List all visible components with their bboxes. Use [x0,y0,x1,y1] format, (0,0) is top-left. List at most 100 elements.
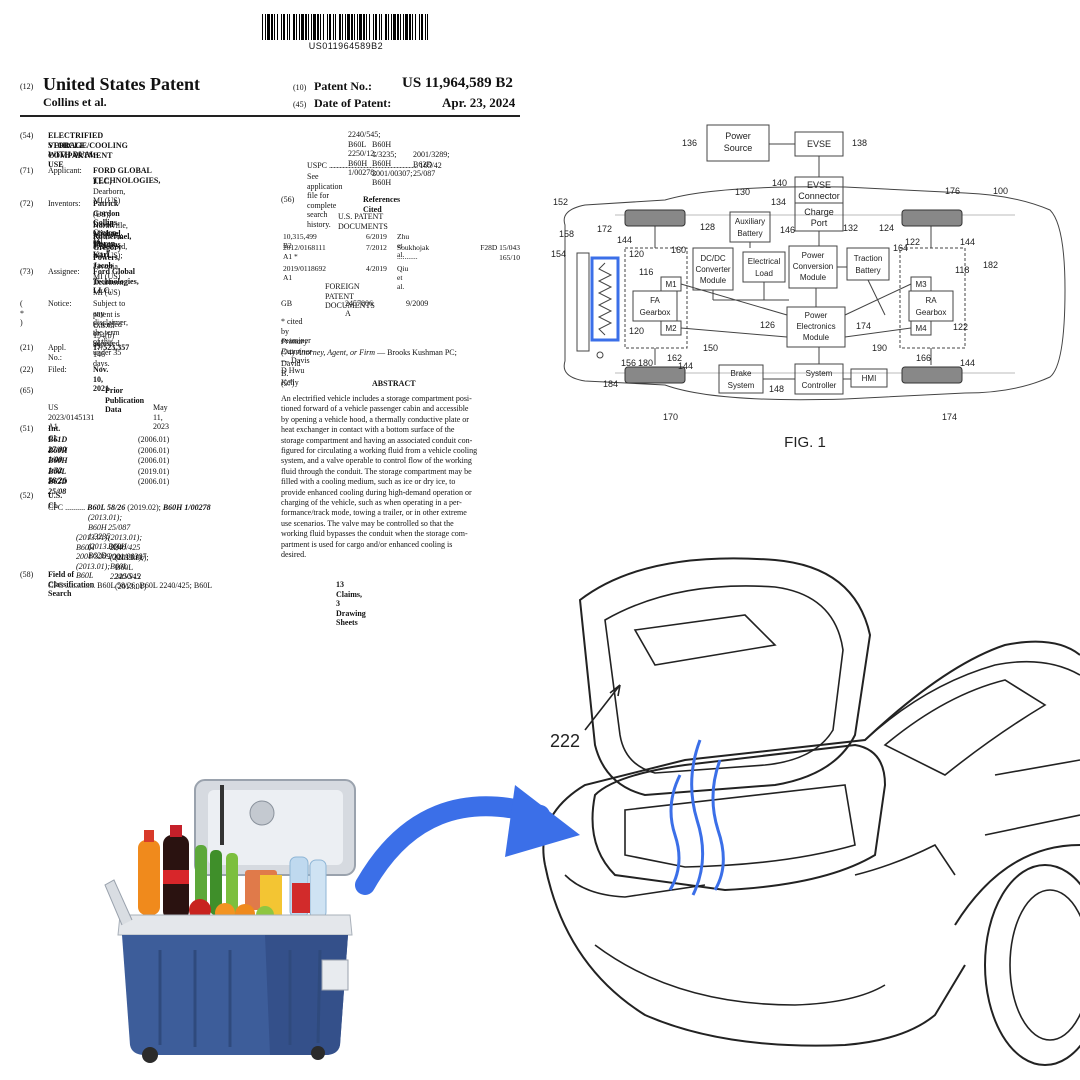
inventor-name: Gregory Powers, [93,243,122,262]
barcode-bar [327,14,328,40]
uspc-dots: ........................................… [329,161,418,170]
claims-count: 13 Claims, 3 Drawing Sheets [336,580,366,628]
ref-numeral: 120 [629,249,644,259]
ref-numeral: 140 [772,178,787,188]
aux-battery-text: Battery [737,229,762,238]
patent-no-label: Patent No.: [314,79,372,93]
abstract-line: working fluid bypasses the conduit when … [281,529,468,539]
cpc-line: (2013.01); B60L 2250/12 (2013.01) [115,553,149,591]
door-line [984,759,1080,836]
front-wheel-rim [1009,889,1080,1041]
code-65: (65) [20,386,34,395]
code-74: (74) [281,348,295,357]
barcode-bar [391,14,392,40]
cooler-rim [117,914,353,936]
applicant-city: Dearborn, MI (US) [93,186,126,206]
hood-inner [604,585,844,774]
ref-numeral: 146 [780,225,795,235]
front-wheel-arch [954,844,1080,926]
barcode-bar [329,14,331,40]
ref-numeral: 122 [953,322,968,332]
barcode-bar [271,14,273,40]
assignee-label: Assignee: [48,267,80,276]
power-conversion-text: Module [800,273,827,282]
ref-numeral: 100 [993,186,1008,196]
uscl-title: U.S. Cl. [48,491,63,510]
cooler-lid-panel [208,790,343,865]
ref-numeral: 144 [678,361,693,371]
box-fa-gearbox [632,290,678,322]
notice-label: Notice: [48,299,72,308]
barcode-bar [293,14,295,40]
evse-text: EVSE [807,139,831,149]
abstract-line: formance/track mode, towing a trailer, o… [281,508,467,518]
inventor-city: Canton, MI [93,227,119,247]
invention-title-2: STORAGE/COOLING COMPARTMENT [48,141,128,160]
traction-battery-text: Battery [855,266,880,275]
code-54: (54) [20,131,34,140]
code-45: (45) [293,100,307,109]
see-application: See application file for complete search… [307,172,343,229]
fa-gearbox-text: FA [650,296,660,305]
barcode-bar [359,14,362,40]
ref-222-leader [584,684,621,731]
traction-battery-text: Traction [854,254,883,263]
inventor-city: Northville, MI (US); [93,221,128,240]
notice-text: Subject to any disclaimer, the term of t… [93,299,128,347]
doc-title: United States Patent [43,74,200,94]
power-electronics-text: Electronics [796,322,835,331]
inventor-city: Waterford, MI (US); [93,241,128,261]
heat-exchanger-highlight [590,256,620,342]
barcode-bar [354,14,355,40]
ref-numeral: 160 [671,245,686,255]
cpc-code: B60H 1/00278 [162,503,211,512]
prior-pub-number: US 2023/0145131 A1 [48,403,95,432]
wheel-front-left [624,209,686,227]
ref-numeral: 124 [879,223,894,233]
frunk-floor [624,784,856,868]
header-rule [20,115,520,117]
applicant: FORD GLOBAL TECHNOLOGIES, [93,166,161,185]
curved-arrow-icon [355,785,580,895]
barcode-bar [388,14,389,40]
power-electronics-text: Module [803,333,830,342]
wheel-rear-left [901,209,963,227]
ref-numeral: 144 [617,235,632,245]
ref-numeral: 138 [852,138,867,148]
patent-front-page: US011964589B2 (12) United States Patent … [0,0,540,627]
headlight-right [854,843,956,876]
reference-no: 2019/0118692 A1 [283,263,327,282]
can-red [292,883,310,913]
barcode-bar [305,14,307,40]
inventor-name: Thomas Karl [93,240,121,259]
bottle-orange [138,840,160,915]
barcode-bar [342,14,343,40]
reference-numerals: 136 138 140 134 130 176 100 152 172 158 … [551,138,1008,422]
power-source-text: Source [724,143,753,153]
assignee-city: Dearborn, MI (US) [93,278,126,297]
front-wheel [984,864,1080,1066]
attorney-2: David B. Kelly [281,359,301,388]
barcode-bar [400,14,401,40]
abstract-line: partment is used for cargo and/or enhanc… [281,539,453,549]
abstract-line: An electrified vehicle includes a storag… [281,394,472,403]
car-drawing: 222 [542,557,1080,1066]
barcode-bar [262,14,263,40]
cpc-label: CPC .......... [48,503,86,512]
m3-text: M3 [915,280,927,289]
ref-numeral: 176 [945,186,960,196]
ref-numeral: 182 [983,260,998,270]
cooler-cable [220,785,224,845]
barcode-bar [419,14,420,40]
cooler-handle [104,879,133,926]
roofline [864,660,1080,741]
reference-name: Qiu et al. [397,263,409,291]
ref-numeral: 126 [760,320,775,330]
hood-recess [633,614,777,666]
abstract-line: fluid through the conduit. The storage c… [281,466,472,476]
barcode-bar [333,14,334,40]
brake-system-text: System [728,381,755,390]
inventor-name: Jacob [93,260,113,270]
barcode-bar [405,14,408,40]
inventors-4: Rothermel, Waterford, MI (US); Jacob [93,232,131,270]
